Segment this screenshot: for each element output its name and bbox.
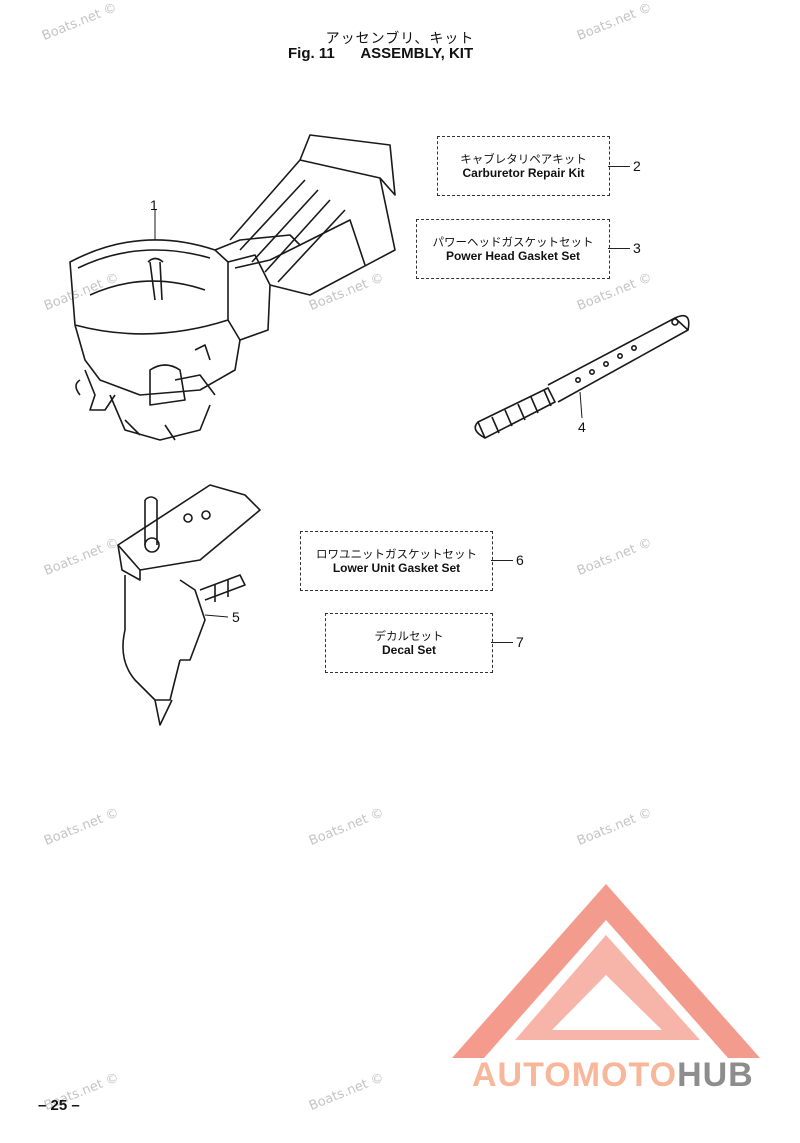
leader-line: [491, 560, 513, 561]
callout-part-3: 3: [633, 240, 641, 256]
callout-part-5: 5: [232, 609, 240, 625]
kit-label-jp: デカルセット: [374, 629, 444, 643]
figure-title-text: ASSEMBLY, KIT: [360, 45, 474, 62]
kit-label-en: Lower Unit Gasket Set: [332, 561, 461, 575]
logo-text-hub: HUB: [677, 1056, 754, 1094]
logo-triangle-icon: [452, 884, 760, 1058]
logo: AUTOMOTOHUB: [472, 1056, 754, 1095]
kit-label-jp: キャブレタリペアキット: [460, 152, 587, 166]
callout-part-7: 7: [516, 634, 524, 650]
figure-label: Fig. 11: [288, 45, 335, 62]
callout-part-1: 1: [150, 197, 158, 213]
kit-label-jp: ロワユニットガスケットセット: [316, 547, 477, 561]
callout-part-6: 6: [516, 552, 524, 568]
leader-line: [491, 642, 513, 643]
kit-label-en: Power Head Gasket Set: [445, 249, 581, 263]
kit-box-carburetor-repair: キャブレタリペアキット Carburetor Repair Kit: [437, 136, 610, 196]
leader-line: [608, 248, 630, 249]
callout-part-2: 2: [633, 158, 641, 174]
kit-box-decal-set: デカルセット Decal Set: [325, 613, 493, 673]
lower-unit-drawing: [117, 484, 261, 726]
kit-box-lower-unit-gasket: ロワユニットガスケットセット Lower Unit Gasket Set: [300, 531, 493, 591]
page-number: – 25 –: [38, 1097, 80, 1114]
kit-box-power-head-gasket: パワーヘッドガスケットセット Power Head Gasket Set: [416, 219, 610, 279]
kit-label-en: Carburetor Repair Kit: [462, 166, 585, 180]
power-head-assembly-drawing: [69, 134, 396, 441]
logo-text-automoto: AUTOMOTO: [472, 1056, 678, 1094]
drive-shaft-drawing: [474, 314, 690, 439]
kit-label-en: Decal Set: [381, 643, 437, 657]
leader-line: [608, 166, 630, 167]
callout-part-4: 4: [578, 419, 586, 435]
title-japanese: アッセンブリ、キット: [325, 31, 475, 47]
figure-title: Fig. 11 ASSEMBLY, KIT: [288, 45, 473, 62]
kit-label-jp: パワーヘッドガスケットセット: [432, 235, 594, 249]
